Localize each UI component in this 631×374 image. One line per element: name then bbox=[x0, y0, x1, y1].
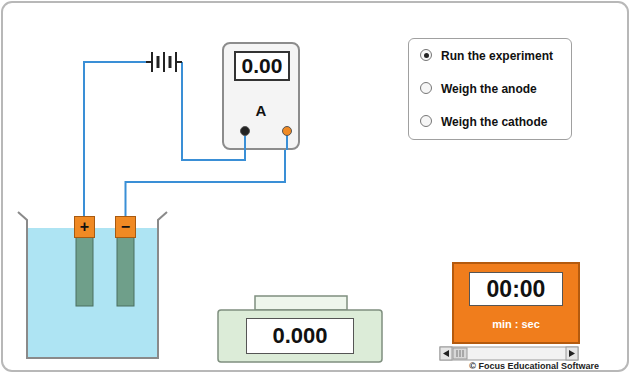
frame bbox=[2, 2, 628, 371]
timer-panel-text: min : sec bbox=[454, 318, 578, 330]
plus-terminal-text: + bbox=[80, 219, 89, 235]
scrollbar bbox=[440, 347, 578, 360]
minus-terminal: − bbox=[115, 216, 136, 238]
mode-panel-text: Run the experiment bbox=[441, 49, 553, 63]
balance-display-text: 0.000 bbox=[272, 323, 327, 349]
beaker bbox=[18, 212, 167, 358]
balance-pan bbox=[255, 296, 347, 310]
wire bbox=[126, 149, 286, 216]
electrolyte bbox=[27, 228, 158, 358]
ammeter-display: 0.00 bbox=[234, 51, 290, 81]
radio-dot bbox=[424, 53, 429, 58]
balance-display: 0.000 bbox=[246, 318, 354, 354]
radio-button bbox=[420, 82, 432, 94]
terminal bbox=[240, 126, 250, 136]
terminal bbox=[282, 126, 292, 136]
radio-button bbox=[420, 115, 432, 127]
radio-button bbox=[420, 49, 432, 61]
timer-display-text: 00:00 bbox=[487, 276, 546, 303]
minus-terminal-text: − bbox=[121, 219, 130, 235]
copyright-label: © Focus Educational Software bbox=[469, 361, 599, 371]
timer-panel: min : sec 00:00 bbox=[452, 262, 580, 344]
ammeter: A 0.00 bbox=[222, 42, 300, 150]
timer-display: 00:00 bbox=[469, 272, 563, 306]
ammeter-text: A bbox=[224, 102, 298, 119]
mode-panel-text: Weigh the cathode bbox=[441, 115, 547, 129]
plus-terminal: + bbox=[74, 216, 95, 238]
anode bbox=[76, 230, 93, 306]
balance-body bbox=[218, 310, 382, 362]
cathode bbox=[117, 230, 134, 306]
mode-panel: Run the experimentWeigh the anodeWeigh t… bbox=[408, 38, 572, 140]
mode-panel-text: Weigh the anode bbox=[441, 82, 537, 96]
ammeter-display-text: 0.00 bbox=[242, 54, 283, 78]
wire bbox=[84, 62, 146, 218]
battery bbox=[146, 52, 182, 72]
